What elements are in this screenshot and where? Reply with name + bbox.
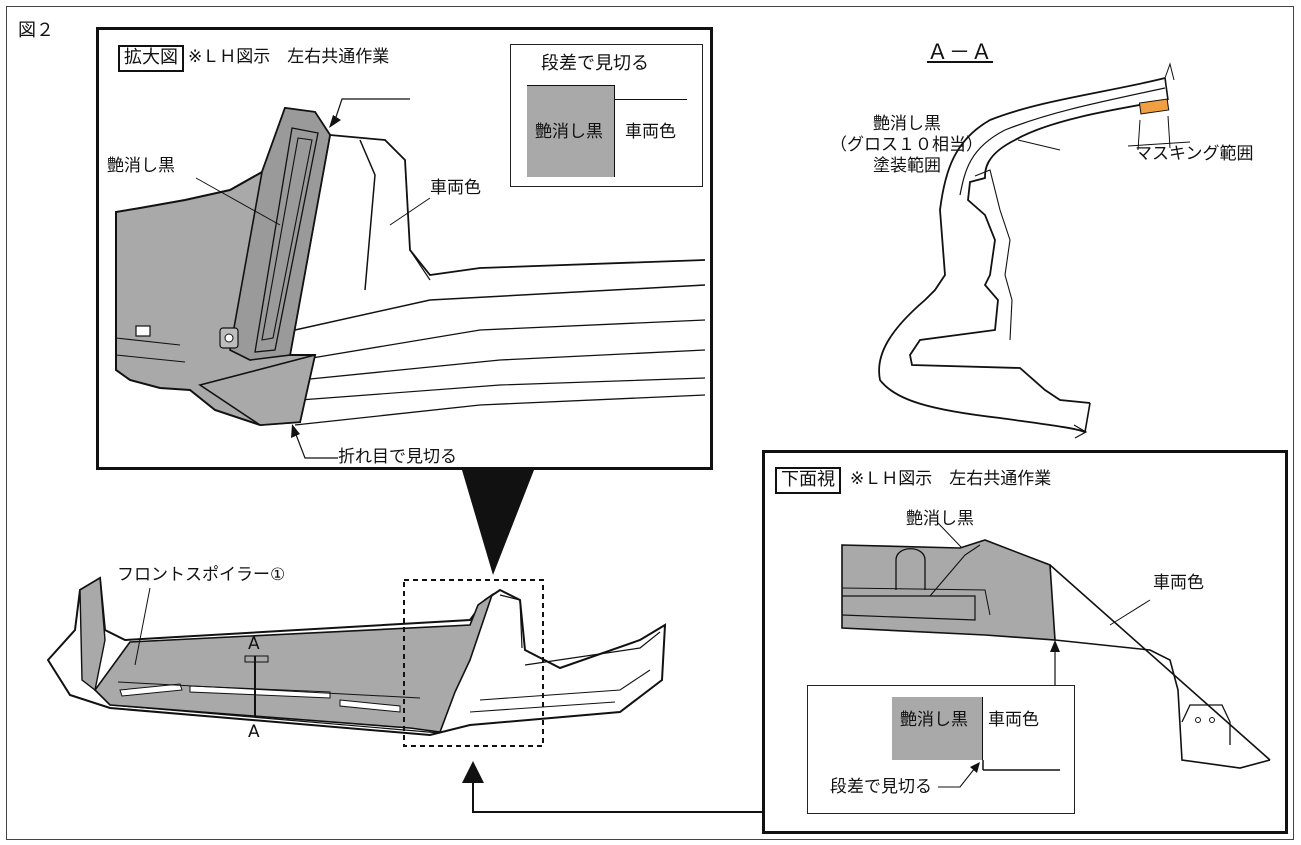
front-spoiler-label: フロントスポイラー① — [117, 565, 286, 585]
section-marker-top: A — [248, 634, 260, 654]
enlarged-step-black-swatch — [527, 85, 615, 177]
bottom-view-panel — [762, 450, 1288, 834]
section-marker-bottom: A — [248, 722, 260, 742]
section-label-line1: 艶消し黒 — [873, 114, 941, 134]
enlarged-view-note: ※ＬＨ図示 左右共通作業 — [188, 47, 390, 67]
bottom-step-black-label: 艶消し黒 — [900, 710, 968, 730]
bottom-view-title: 下面視 — [775, 467, 841, 494]
bottom-label-matte-black: 艶消し黒 — [906, 509, 974, 529]
enlarged-view-title: 拡大図 — [118, 45, 184, 72]
section-label-line2: （グロス１０相当） — [830, 135, 983, 155]
enlarged-step-black-label: 艶消し黒 — [535, 122, 603, 142]
bottom-step-body-label: 車両色 — [988, 710, 1039, 730]
figure-frame — [6, 6, 1294, 840]
masking-range-label: マスキング範囲 — [1135, 144, 1254, 164]
bottom-view-note: ※ＬＨ図示 左右共通作業 — [850, 469, 1052, 489]
bottom-step-black-swatch — [892, 697, 983, 760]
enlarged-label-matte-black: 艶消し黒 — [107, 156, 175, 176]
section-title: Ａ－Ａ — [927, 40, 993, 64]
section-label-line3: 塗装範囲 — [873, 156, 941, 176]
enlarged-label-fold-cut: 折れ目で見切る — [338, 447, 457, 467]
enlarged-step-body-line — [615, 99, 687, 100]
enlarged-view-panel — [96, 27, 713, 470]
enlarged-label-body-color: 車両色 — [430, 178, 481, 198]
enlarged-step-inset-title: 段差で見切る — [541, 53, 649, 74]
enlarged-step-body-label: 車両色 — [625, 122, 676, 142]
bottom-label-body-color: 車両色 — [1153, 573, 1204, 593]
bottom-step-caption: 段差で見切る — [830, 777, 932, 797]
figure-label: 図２ — [18, 20, 54, 41]
